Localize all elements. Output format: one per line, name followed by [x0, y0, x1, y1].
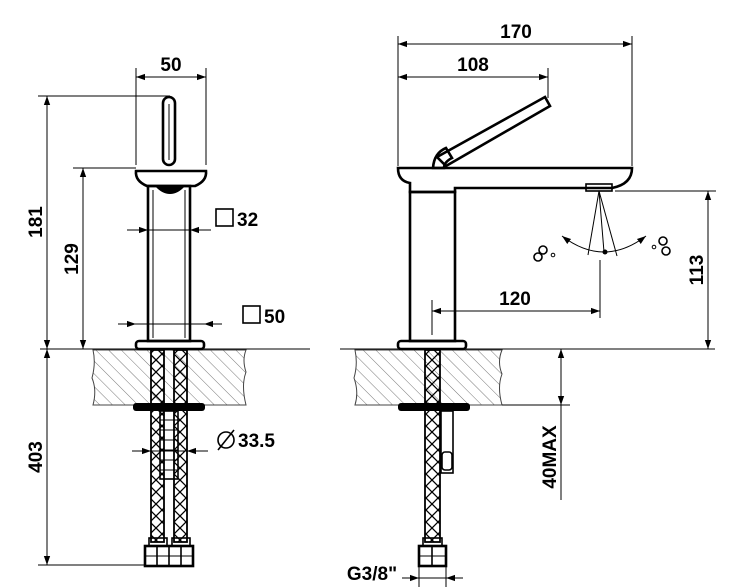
dim-side-deck-max: 40MAX	[502, 349, 570, 500]
spout-tilt-indicator	[533, 190, 671, 262]
dim-side-length-total-label: 170	[500, 22, 532, 43]
side-hose	[424, 349, 441, 543]
hot-cold-symbol-right-icon	[651, 236, 671, 256]
front-body	[146, 184, 192, 343]
dim-front-width: 50	[135, 55, 207, 165]
dim-side-deck-max-label: 40MAX	[540, 425, 561, 489]
dim-front-height-total: 181	[26, 95, 170, 349]
front-fixing-plate	[133, 403, 205, 411]
dim-front-below-deck-label: 403	[26, 441, 47, 473]
front-base	[134, 339, 206, 351]
dim-side-reach: 120	[432, 260, 601, 318]
front-countertop	[91, 349, 247, 406]
side-view: 170 108 113 120 40MAX	[340, 22, 716, 587]
front-view: 50 181 129 32 50	[26, 55, 310, 568]
front-top-cap	[134, 169, 208, 188]
hot-cold-symbol-left-icon	[533, 245, 556, 262]
dim-front-square-top: 32	[127, 208, 258, 234]
dim-front-width-label: 50	[160, 55, 181, 76]
dim-side-thread-label: G3/8"	[347, 564, 397, 585]
front-shank	[159, 410, 179, 480]
dim-front-shank-diameter-label: 33.5	[238, 431, 275, 452]
dim-front-shank-diameter: 33.5	[132, 429, 275, 455]
side-lever	[431, 95, 552, 170]
dim-side-thread: G3/8"	[347, 564, 463, 587]
dim-front-height-body: 129	[62, 167, 136, 349]
front-hose-left	[150, 349, 165, 543]
dim-side-length-total: 170	[397, 22, 633, 166]
dim-side-length-lever: 108	[398, 55, 549, 98]
dim-front-square-base: 50	[118, 305, 285, 328]
square-symbol-icon	[215, 208, 234, 227]
dim-side-height-spout-label: 113	[687, 255, 708, 286]
front-hose-right	[173, 349, 188, 543]
dim-front-height-total-label: 181	[26, 206, 47, 238]
side-spout	[396, 166, 634, 194]
square-symbol-icon	[242, 305, 261, 324]
diameter-symbol-icon	[217, 429, 235, 451]
dim-front-below-deck: 403	[26, 349, 145, 566]
dim-front-height-body-label: 129	[62, 243, 83, 275]
dim-front-square-top-label: 32	[237, 210, 258, 231]
dim-side-length-lever-label: 108	[457, 55, 489, 76]
dim-front-square-base-label: 50	[264, 307, 285, 328]
side-base	[396, 339, 468, 351]
front-lever	[161, 95, 177, 167]
dim-side-height-spout: 113	[615, 190, 716, 349]
dim-side-reach-label: 120	[499, 289, 531, 310]
side-shank	[440, 410, 454, 474]
